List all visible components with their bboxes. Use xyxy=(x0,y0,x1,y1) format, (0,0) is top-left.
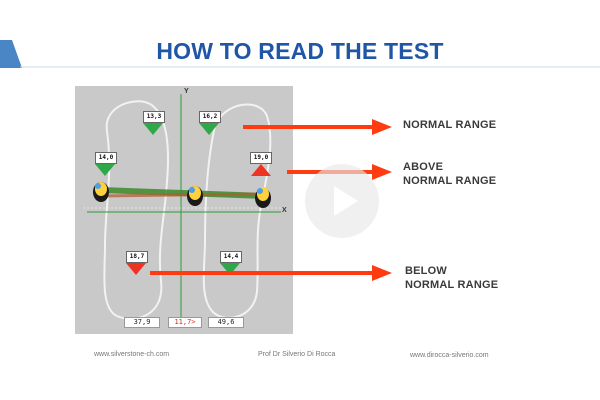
marker-left xyxy=(93,182,109,202)
label-above-line2: NORMAL RANGE xyxy=(403,175,497,187)
reading-low-left: 18,7 xyxy=(126,251,148,263)
triangle-top-left-down-icon xyxy=(143,123,163,135)
reading-mid-right: 19,0 xyxy=(250,152,272,164)
footer-left-url: www.silverstone-ch.com xyxy=(94,351,170,358)
x-axis-label: X xyxy=(282,207,287,214)
label-below-normal-range: BELOW NORMAL RANGE xyxy=(405,264,498,292)
left-foot-outline xyxy=(103,100,170,320)
label-below-line2: NORMAL RANGE xyxy=(405,279,499,291)
label-below-line1: BELOW xyxy=(405,265,447,277)
reading-mid-left: 14,0 xyxy=(95,152,117,164)
triangle-mid-right-up-icon xyxy=(251,164,271,176)
reading-low-right: 14,4 xyxy=(220,251,242,263)
reading-top-left: 13,3 xyxy=(143,111,165,123)
triangle-low-right-down-icon xyxy=(220,263,240,275)
slide-accent-shape xyxy=(0,40,22,68)
arrow-below-normal-range xyxy=(150,265,392,281)
triangle-low-left-down-icon xyxy=(126,263,146,275)
bottom-value-center: 11,7> xyxy=(168,317,202,328)
triangle-top-right-down-icon xyxy=(199,123,219,135)
label-normal-range: NORMAL RANGE xyxy=(403,118,496,132)
reading-top-right: 16,2 xyxy=(199,111,221,123)
bottom-value-right: 49,6 xyxy=(208,317,244,328)
label-normal-text: NORMAL RANGE xyxy=(403,119,497,131)
slide-title: HOW TO READ THE TEST xyxy=(156,38,444,64)
bottom-value-left: 37,9 xyxy=(124,317,160,328)
title-divider xyxy=(20,66,600,68)
footer-right-url: www.dirocca-silverio.com xyxy=(410,352,489,359)
marker-center xyxy=(187,186,203,206)
footer-author: Prof Dr Silverio Di Rocca xyxy=(258,351,336,358)
y-axis-label: Y xyxy=(184,88,189,95)
right-foot-outline xyxy=(202,103,272,319)
label-above-normal-range: ABOVE NORMAL RANGE xyxy=(403,160,496,188)
arrow-normal-range xyxy=(243,119,392,135)
marker-right xyxy=(255,187,271,208)
play-icon xyxy=(334,186,358,216)
label-above-line1: ABOVE xyxy=(403,161,444,173)
balance-bar-brown xyxy=(100,192,266,198)
triangle-mid-left-down-icon xyxy=(95,164,115,176)
pressure-plot xyxy=(75,86,293,334)
play-button[interactable] xyxy=(303,162,381,240)
